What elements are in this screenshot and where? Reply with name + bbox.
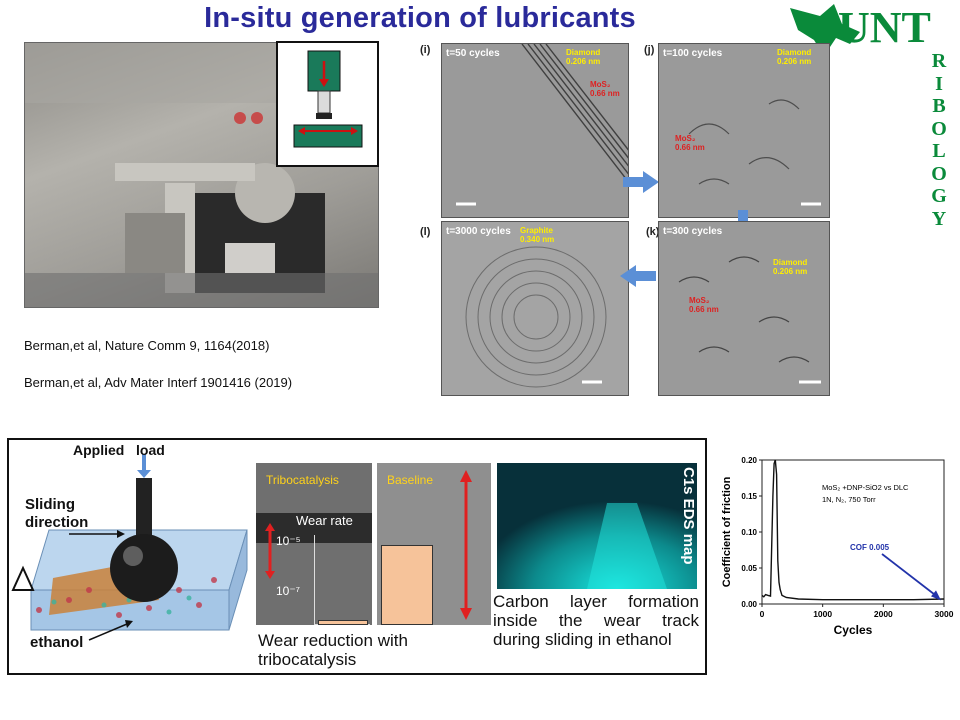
y-tick-label: 0.20 [741,456,757,465]
mos2-note: MoS₂ 0.66 nm [689,296,719,314]
sem-tribocatalysis: Tribocatalysis Wear rate 10⁻⁵ 10⁻⁷ [256,463,372,625]
x-tick-label: 0 [760,609,765,619]
annotation-arrowhead [931,590,941,601]
x-tick-label: 3000 [935,609,954,619]
tem-image-50-cycles: t=50 cycles Diamond 0.206 nm MoS₂ 0.66 n… [441,43,629,218]
mos2-note: MoS₂ 0.66 nm [675,134,705,152]
tem-image-300-cycles: t=300 cycles Diamond 0.206 nm MoS₂ 0.66 … [658,221,830,396]
x-tick-label: 1000 [813,609,832,619]
logo-letter: O [931,117,947,140]
graphite-note: Graphite 0.340 nm [520,226,555,244]
ball-holder [136,478,152,542]
arrow-left-icon [620,265,656,287]
contact-schematic-inset [276,41,379,167]
wear-caption: Wear reduction with tribocatalysis [258,631,408,669]
ethanol-label: ethanol [30,634,84,651]
wear-width-arrow-icon [460,470,472,620]
page-title: In-situ generation of lubricants [204,2,636,34]
y-tick-label: 0.10 [741,528,757,537]
mos2-note: MoS₂ 0.66 nm [590,80,620,98]
tribocatalysis-bar [318,619,368,625]
cof-annotation: COF 0.005 [850,543,890,552]
tick-lower: 10⁻⁷ [276,584,301,598]
diamond-note: Diamond 0.206 nm [773,258,808,276]
logo-letter: L [932,140,946,162]
tribocatalysis-label: Tribocatalysis [266,473,339,487]
y-tick-label: 0.15 [741,492,757,501]
unt-logo: UNT [790,3,931,56]
arrow-right-icon [623,171,659,193]
cycles-label: t=100 cycles [663,48,723,59]
panel-letter-i: (i) [420,44,431,56]
reference-2: Berman,et al, Adv Mater Interf 1901416 (… [24,375,293,390]
cycles-label: t=50 cycles [446,48,500,59]
eds-caption: Carbon layer formation inside the wear t… [493,592,699,649]
panel-letter-j: (j) [644,44,655,56]
cof-series-line [761,459,945,601]
cycles-label: t=3000 cycles [446,226,511,237]
eds-label: C1s EDS map [680,467,697,565]
reference-1: Berman,et al, Nature Comm 9, 1164(2018) [24,338,270,353]
y-axis-label: Coefficient of friction [721,476,733,587]
panel-letter-k: (k) [646,226,660,238]
ball [110,534,178,602]
triangle-icon [11,565,35,591]
logo-letter: G [931,185,947,207]
eagle-icon [790,4,860,56]
legend-line: MoS₂ +DNP-SiO2 vs DLC [822,483,909,492]
sliding-direction-label: Sliding direction [25,496,89,531]
tem-image-100-cycles: t=100 cycles Diamond 0.206 nm MoS₂ 0.66 … [658,43,830,218]
logo-letter: Y [931,207,947,230]
unt-wordmark: UNT [838,3,931,52]
panel-letter-l: (l) [420,226,431,238]
wear-rate-label: Wear rate [296,513,353,528]
logo-letter: R [931,50,947,72]
y-tick-label: 0.00 [741,600,757,609]
applied-load-label: Applied load [73,442,165,458]
y-tick-label: 0.05 [741,564,757,573]
plot-frame [761,459,945,605]
logo-letter: O [931,162,947,185]
baseline-label: Baseline [387,473,434,487]
logo-letter: I [935,72,943,95]
x-axis-label: Cycles [834,623,873,637]
baseline-bar [381,545,433,625]
diamond-note: Diamond 0.206 nm [566,48,601,66]
cycles-label: t=300 cycles [663,226,723,237]
sliding-schematic [11,454,248,641]
legend-line: 1N, N₂, 750 Torr [822,495,876,504]
logo-letter: B [932,95,946,117]
x-tick-label: 2000 [874,609,893,619]
annotation-arrow [881,553,938,598]
tem-image-3000-cycles: t=3000 cycles Graphite 0.340 nm [441,221,629,396]
sem-baseline: Baseline [377,463,491,625]
tick-upper: 10⁻⁵ [276,534,301,548]
eds-map: C1s EDS map [497,463,697,589]
diamond-note: Diamond 0.206 nm [777,48,812,66]
